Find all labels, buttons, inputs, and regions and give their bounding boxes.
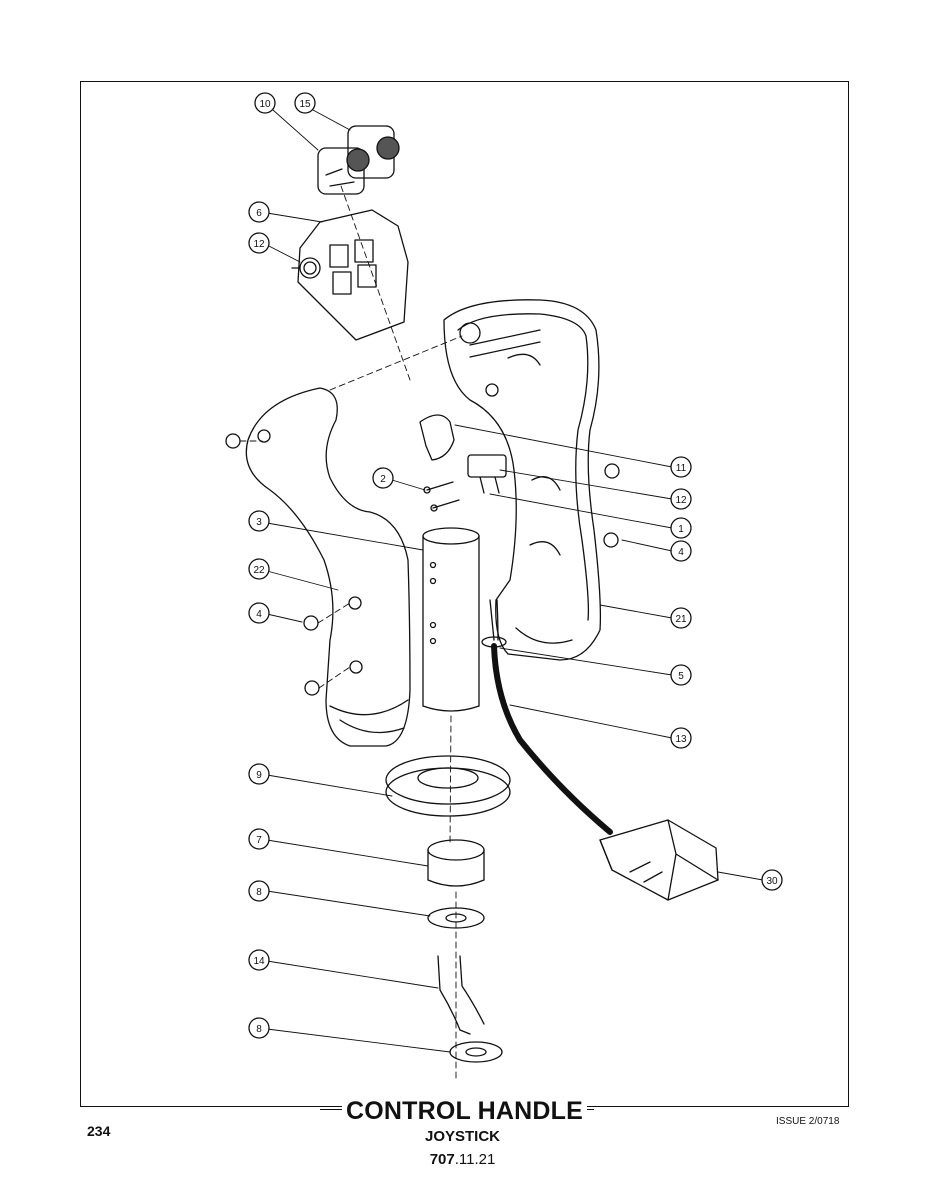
callout-30: 30 bbox=[761, 869, 783, 891]
alignment-lines bbox=[239, 185, 463, 1079]
cable-assembly bbox=[481, 599, 719, 901]
front-grip bbox=[245, 387, 411, 747]
switch-assembly bbox=[317, 125, 400, 195]
part-code-suffix: .11.21 bbox=[454, 1151, 496, 1168]
callout-label: 14 bbox=[253, 956, 265, 967]
callout-1: 1 bbox=[670, 517, 692, 539]
callout-4-right: 4 bbox=[670, 540, 692, 562]
callout-label: 15 bbox=[299, 99, 311, 110]
callout-label: 21 bbox=[675, 614, 687, 625]
callout-7: 7 bbox=[248, 828, 270, 850]
callout-6: 6 bbox=[248, 201, 270, 223]
base-ring bbox=[385, 755, 511, 817]
callout-12-top: 12 bbox=[248, 232, 270, 254]
callout-label: 2 bbox=[380, 474, 386, 485]
callout-label: 8 bbox=[256, 1024, 262, 1035]
callout-12-right: 12 bbox=[670, 488, 692, 510]
callout-label: 11 bbox=[676, 463, 687, 474]
callout-label: 9 bbox=[256, 770, 262, 781]
callout-21: 21 bbox=[670, 607, 692, 629]
callout-label: 5 bbox=[678, 671, 684, 682]
callout-label: 12 bbox=[253, 239, 265, 250]
callout-11: 11 bbox=[670, 456, 692, 478]
callout-label: 12 bbox=[675, 495, 687, 506]
callout-3: 3 bbox=[248, 510, 270, 532]
callout-label: 1 bbox=[678, 524, 684, 535]
callout-10: 10 bbox=[254, 92, 276, 114]
switch-plate bbox=[291, 209, 409, 341]
page-title: CONTROL HANDLE bbox=[80, 1096, 849, 1126]
rear-housing bbox=[443, 299, 602, 661]
callout-label: 3 bbox=[256, 517, 262, 528]
callout-label: 22 bbox=[253, 565, 265, 576]
callout-5: 5 bbox=[670, 664, 692, 686]
page-subtitle: JOYSTICK bbox=[424, 1128, 500, 1145]
callout-bubbles: 10 15 6 12 2 11 12 1 4 3 22 4 21 5 13 9 … bbox=[248, 92, 783, 1039]
part-code-main: 707 bbox=[429, 1151, 455, 1168]
callout-8-upper: 8 bbox=[248, 880, 270, 902]
callout-15: 15 bbox=[294, 92, 316, 114]
callout-label: 13 bbox=[675, 734, 687, 745]
part-code: 707.11.21 bbox=[0, 1151, 925, 1168]
tube bbox=[422, 527, 480, 712]
callout-label: 6 bbox=[256, 208, 262, 219]
callout-13: 13 bbox=[670, 727, 692, 749]
trigger-and-microswitch bbox=[419, 414, 507, 512]
callout-label: 7 bbox=[256, 835, 262, 846]
issue-label: ISSUE 2/0718 bbox=[776, 1116, 840, 1127]
page-number: 234 bbox=[87, 1123, 111, 1139]
callout-2: 2 bbox=[372, 467, 394, 489]
callout-22: 22 bbox=[248, 558, 270, 580]
callout-label: 30 bbox=[766, 876, 778, 887]
callout-9: 9 bbox=[248, 763, 270, 785]
callout-8-lower: 8 bbox=[248, 1017, 270, 1039]
callout-label: 4 bbox=[256, 609, 262, 620]
title-area: CONTROL HANDLE bbox=[80, 1096, 849, 1126]
callout-label: 10 bbox=[259, 99, 271, 110]
callout-label: 8 bbox=[256, 887, 262, 898]
callout-4-left: 4 bbox=[248, 602, 270, 624]
callout-label: 4 bbox=[678, 547, 684, 558]
adapter-and-nuts bbox=[427, 839, 503, 1063]
callout-14: 14 bbox=[248, 949, 270, 971]
leader-lines bbox=[266, 109, 764, 1053]
